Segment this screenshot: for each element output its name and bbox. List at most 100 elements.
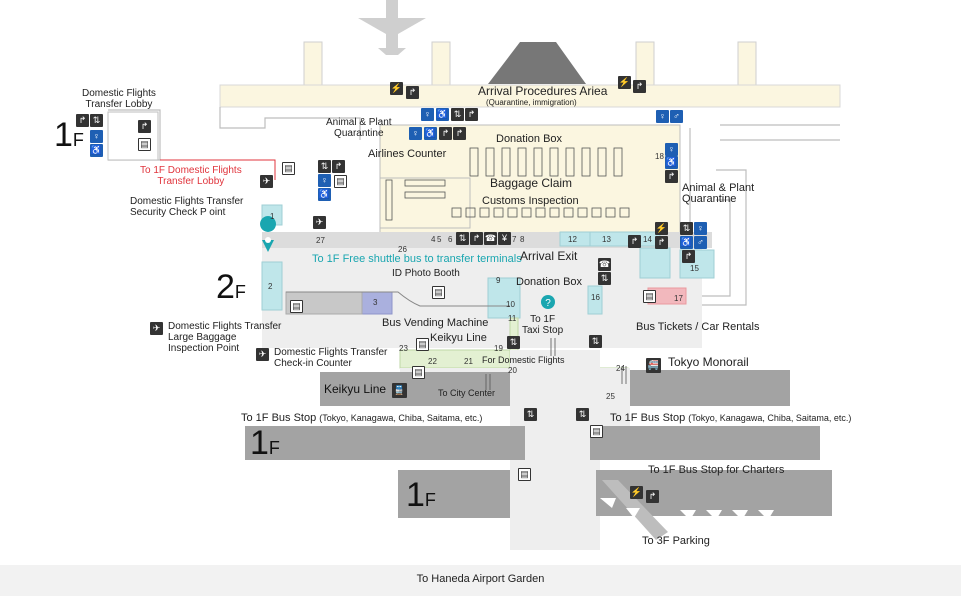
lower-corridor-3 xyxy=(600,368,630,428)
area-number: 13 xyxy=(602,235,611,244)
elevator-icon: ⇅ xyxy=(598,272,611,285)
area-number: 7 xyxy=(512,235,517,244)
area-number: 6 xyxy=(448,235,453,244)
monorail-icon[interactable]: 🚝 xyxy=(646,358,661,373)
elevator-icon: ⇅ xyxy=(90,114,103,127)
customs-inspection-label: Customs Inspection xyxy=(482,195,579,207)
garden-link-bar[interactable]: To Haneda Airport Garden xyxy=(0,565,961,596)
area-number: 17 xyxy=(674,294,683,303)
arrival-exit-label: Arrival Exit xyxy=(520,249,578,263)
info-icon xyxy=(541,295,555,309)
bus-stop-right-sub: (Tokyo, Kanagawa, Chiba, Saitama, etc.) xyxy=(688,413,852,423)
area-number: 23 xyxy=(399,344,408,353)
area-number: 24 xyxy=(616,364,625,373)
area-number: 18 xyxy=(655,152,664,161)
train-icon[interactable]: 🚆 xyxy=(392,383,407,398)
floor-suffix: F xyxy=(424,490,436,510)
accessible-icon: ♿ xyxy=(318,188,331,201)
transfer-icon: ✈ xyxy=(260,175,273,188)
transfer-icon: ✈ xyxy=(256,348,269,361)
elevator-icon: ⇅ xyxy=(680,222,693,235)
area-number: 21 xyxy=(464,357,473,366)
locker-icon: ▤ xyxy=(518,468,531,481)
transfer-icon: ✈ xyxy=(313,216,326,229)
restroom-icon: ♀ xyxy=(665,143,678,156)
shuttle-bus-link[interactable]: To 1F Free shuttle bus to transfer termi… xyxy=(312,253,522,265)
airlines-counter-area xyxy=(379,177,471,229)
parking-ramp xyxy=(600,480,774,540)
bus-stop-right-label[interactable]: To 1F Bus Stop (Tokyo, Kanagawa, Chiba, … xyxy=(610,413,851,424)
accessible-icon: ♿ xyxy=(680,236,693,249)
escalator-icon: ↱ xyxy=(470,232,483,245)
elevator-icon: ⇅ xyxy=(589,335,602,348)
phone-icon: ☎ xyxy=(484,232,497,245)
floor-label-2f: 2F xyxy=(216,268,246,307)
floor-number: 1 xyxy=(406,476,425,514)
restroom-icon: ♀ xyxy=(409,127,422,140)
bus-stop-left-label[interactable]: To 1F Bus Stop (Tokyo, Kanagawa, Chiba, … xyxy=(241,413,482,424)
accessible-icon: ♿ xyxy=(436,108,449,121)
floor-suffix: F xyxy=(268,438,280,458)
area-number: 1 xyxy=(270,212,275,221)
aed-icon: ⚡ xyxy=(618,76,631,89)
accessible-icon: ♿ xyxy=(90,144,103,157)
elevator-icon: ⇅ xyxy=(507,336,520,349)
to-1f-domestic-lobby-link[interactable]: To 1F Domestic Flights Transfer Lobby xyxy=(140,165,242,187)
gate-structures xyxy=(303,41,757,91)
floor-number: 1 xyxy=(54,116,73,154)
area-number: 12 xyxy=(568,235,577,244)
elevator-icon: ⇅ xyxy=(456,232,469,245)
area-number: 20 xyxy=(508,366,517,375)
locker-icon: ▤ xyxy=(282,162,295,175)
red-route xyxy=(160,159,276,180)
baggage-claim-label: Baggage Claim xyxy=(490,176,573,190)
escalator-icon: ↱ xyxy=(332,160,345,173)
bus-tickets-label: Bus Tickets / Car Rentals xyxy=(636,321,760,333)
elevator-icon: ⇅ xyxy=(524,408,537,421)
restroom-icon: ♀ xyxy=(90,130,103,143)
area-number: 19 xyxy=(494,344,503,353)
escalator-icon: ↱ xyxy=(406,86,419,99)
area-number: 5 xyxy=(437,235,442,244)
tokyo-monorail-label[interactable]: Tokyo Monorail xyxy=(668,355,749,369)
aed-icon: ⚡ xyxy=(655,222,668,235)
restroom-icon: ♀ xyxy=(656,110,669,123)
locker-icon: ▤ xyxy=(138,138,151,151)
bus-stop-right-title: To 1F Bus Stop xyxy=(610,412,686,424)
taxi-stop-link[interactable]: To 1F Taxi Stop xyxy=(522,314,564,336)
id-photo-booth-label: ID Photo Booth xyxy=(392,268,460,279)
elevator-icon: ⇅ xyxy=(576,408,589,421)
keikyu-line-label-2[interactable]: Keikyu Line xyxy=(324,382,387,396)
accessible-icon: ♿ xyxy=(424,127,437,140)
donation-box-label-2: Donation Box xyxy=(516,276,583,288)
restroom-icon: ♂ xyxy=(694,236,707,249)
escalator-icon: ↱ xyxy=(453,127,466,140)
central-pier xyxy=(488,42,586,84)
restroom-icon: ♀ xyxy=(694,222,707,235)
escalator-icon: ↱ xyxy=(655,236,668,249)
locker-icon: ▤ xyxy=(290,300,303,313)
aed-icon: ⚡ xyxy=(630,486,643,499)
shop-zones-teal xyxy=(261,204,715,319)
area-number: 4 xyxy=(431,235,436,244)
escalator-icon: ↱ xyxy=(682,250,695,263)
airplane-icon xyxy=(358,0,426,55)
area-number: 15 xyxy=(690,264,699,273)
elevator-icon: ⇅ xyxy=(318,160,331,173)
locker-icon: ▤ xyxy=(416,338,429,351)
escalator-icon: ↱ xyxy=(465,108,478,121)
floor-label-1f-low: 1F xyxy=(406,476,436,515)
bus-stop-charters-label[interactable]: To 1F Bus Stop for Charters xyxy=(648,464,785,476)
arrival-procedures-area xyxy=(219,84,841,108)
transfer-icon: ✈ xyxy=(150,322,163,335)
elevator-icon: ⇅ xyxy=(451,108,464,121)
locker-icon: ▤ xyxy=(643,290,656,303)
area-number: 8 xyxy=(520,235,525,244)
animal-plant-quarantine-label-2: Animal & Plant Quarantine xyxy=(682,182,755,205)
security-check-label: Domestic Flights Transfer Security Check… xyxy=(130,196,244,218)
escalator-icon: ↱ xyxy=(76,114,89,127)
area-number: 26 xyxy=(398,245,407,254)
donation-box-label-1: Donation Box xyxy=(496,133,563,145)
to-3f-parking-label[interactable]: To 3F Parking xyxy=(642,535,710,547)
escalator-icon: ↱ xyxy=(646,490,659,503)
